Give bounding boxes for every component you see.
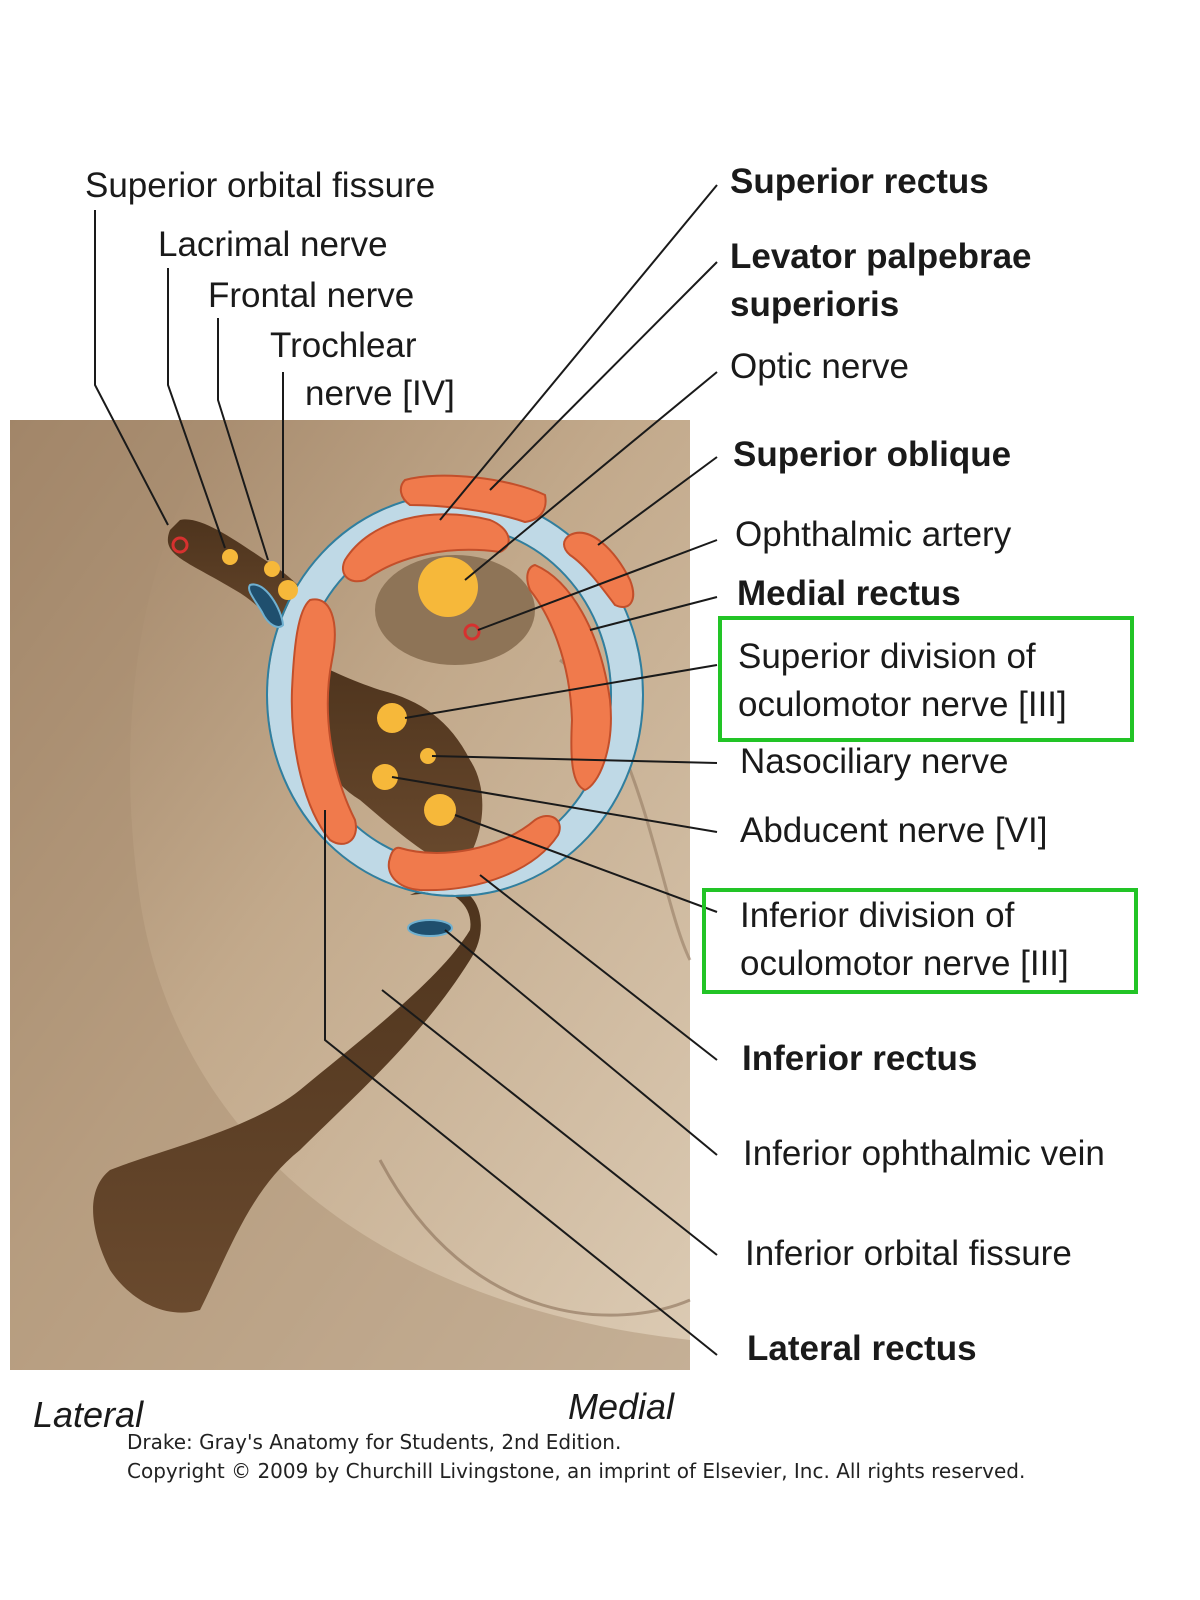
label-inferior-ophthalmic-vein: Inferior ophthalmic vein [743, 1134, 1105, 1173]
leader-abducent [391, 776, 718, 833]
label-medial: Medial [568, 1386, 675, 1427]
label-inferior-orbital-fissure: Inferior orbital fissure [745, 1234, 1072, 1273]
label-superior-oblique: Superior oblique [733, 435, 1011, 474]
leader-superior-oblique [597, 456, 718, 546]
leader-levator [489, 261, 718, 491]
label-superior-rectus: Superior rectus [730, 162, 989, 201]
leader-frontal-nerve [217, 318, 269, 561]
optic-nerve-dot [418, 557, 478, 617]
levator-palpebrae-muscle [399, 474, 547, 524]
superior-division-oculomotor-dot [377, 703, 407, 733]
lateral-rectus-muscle [290, 598, 357, 845]
superior-ophthalmic-vein [248, 583, 285, 628]
label-frontal-nerve: Frontal nerve [208, 276, 414, 315]
leader-lines [94, 184, 718, 1356]
label-lateral: Lateral [33, 1394, 144, 1435]
credit-line-1: Drake: Gray's Anatomy for Students, 2nd … [127, 1430, 621, 1454]
label-lacrimal-nerve: Lacrimal nerve [158, 225, 388, 264]
bone-contour [378, 1159, 691, 1317]
leader-ophthalmic-artery [477, 539, 718, 631]
credit-line-2: Copyright © 2009 by Churchill Livingston… [127, 1459, 1025, 1483]
leader-lateral-rectus [324, 810, 718, 1356]
leader-inferior-orbital-fissure [381, 989, 718, 1256]
label-superior-division-line2: oculomotor nerve [III] [738, 685, 1067, 724]
label-nasociliary-nerve: Nasociliary nerve [740, 742, 1008, 781]
label-trochlear-line1: Trochlear [270, 326, 417, 365]
label-superior-orbital-fissure: Superior orbital fissure [85, 166, 435, 205]
label-trochlear-line2: nerve [IV] [305, 374, 455, 413]
label-ophthalmic-artery: Ophthalmic artery [735, 515, 1012, 554]
leader-superior-division [404, 664, 718, 719]
label-medial-rectus: Medial rectus [737, 574, 961, 613]
label-optic-nerve: Optic nerve [730, 347, 909, 386]
bone-shading [10, 420, 690, 1370]
leader-superior-orbital-fissure [94, 210, 169, 526]
lacrimal-nerve-dot [222, 549, 238, 565]
leader-inferior-ophthalmic-vein [444, 929, 718, 1156]
leader-lacrimal-nerve [167, 268, 226, 549]
label-abducent-nerve: Abducent nerve [VI] [740, 811, 1047, 850]
leader-inferior-rectus [479, 874, 718, 1061]
label-levator-line1: Levator palpebrae [730, 237, 1032, 276]
leader-superior-rectus [439, 184, 718, 521]
abducent-nerve-dot [372, 764, 398, 790]
nasociliary-nerve-dot [420, 748, 436, 764]
label-inferior-division-line2: oculomotor nerve [III] [740, 944, 1069, 983]
leader-inferior-division [454, 814, 718, 913]
ophthalmic-artery-dot [463, 623, 481, 641]
frontal-nerve-dot [264, 561, 280, 577]
trochlear-nerve-dot [278, 580, 298, 600]
label-lateral-rectus: Lateral rectus [747, 1329, 977, 1368]
label-inferior-rectus: Inferior rectus [742, 1039, 977, 1078]
inferior-division-oculomotor-dot [424, 794, 456, 826]
leader-medial-rectus [589, 596, 718, 631]
medial-rectus-muscle [526, 563, 612, 792]
inferior-rectus-muscle [387, 815, 561, 892]
highlight-box-superior-division [718, 616, 1134, 742]
inferior-orbital-fissure [93, 889, 481, 1313]
leader-nasociliary [431, 755, 718, 764]
highlight-box-inferior-division [702, 888, 1138, 994]
label-levator-line2: superioris [730, 285, 899, 324]
leader-optic-nerve [464, 371, 718, 581]
label-inferior-division-line1: Inferior division of [740, 896, 1015, 935]
superior-ophthalmic-vein-dot [171, 536, 189, 554]
label-superior-division-line1: Superior division of [738, 637, 1036, 676]
superior-oblique-muscle [563, 531, 635, 608]
inferior-ophthalmic-vein [407, 919, 453, 937]
